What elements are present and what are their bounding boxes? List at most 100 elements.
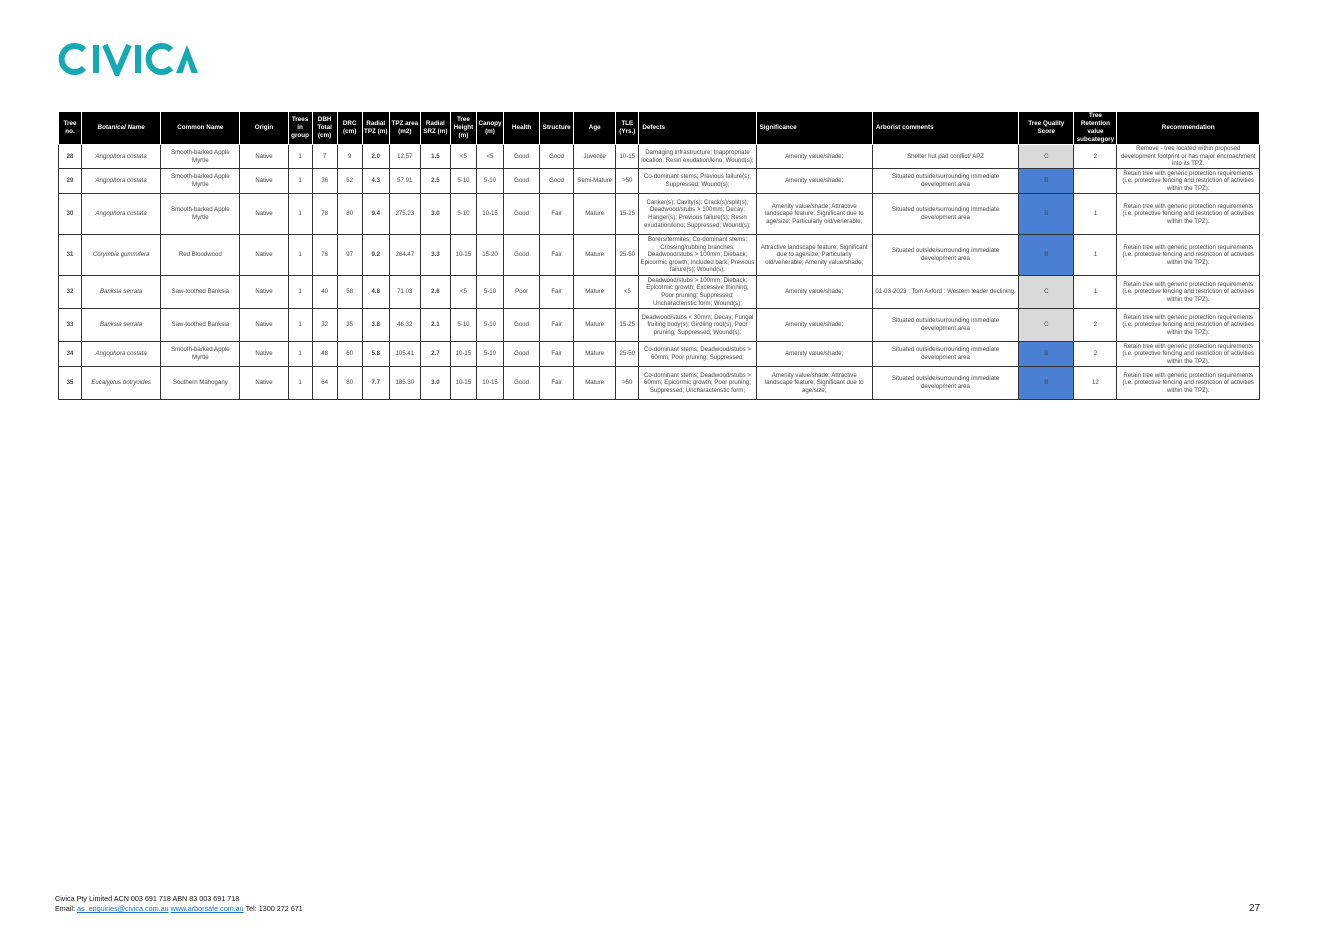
company-details: Civica Pty Limited ACN 003 691 718 ABN 8… [55,894,240,903]
cell-drc: 52 [336,168,363,194]
cell-common: Southern Mahogany [160,366,241,400]
cell-retention: 2 [1073,144,1118,169]
cell-retention [1073,168,1118,194]
cell-structure: Fair [539,341,575,367]
cell-comments: Situated outside/surrounding immediate d… [871,341,1020,367]
cell-defects: Co-dominant stems; Deadwood/stubs > 60mm… [638,341,757,367]
cell-structure: Fair [539,234,575,276]
cell-tle: 15-25 [615,308,640,342]
cell-health: Good [503,193,541,235]
cell-origin: Native [239,193,289,235]
cell-tpz-area: 46.32 [388,308,421,342]
civica-logo-mark [58,43,198,76]
cell-tle: <5 [615,275,640,309]
cell-srz: 2.5 [419,168,451,194]
cell-group: 1 [287,366,313,400]
cell-recommendation: Retain tree with generic protection requ… [1116,275,1260,309]
cell-drc: 9 [336,144,363,169]
email-link[interactable]: as_enquiries@civica.com.au [76,904,169,913]
cell-retention: 1 [1073,275,1118,309]
website-link[interactable]: www.arborsafe.com.au [170,904,244,913]
cell-tpz-area: 71.03 [388,275,421,309]
cell-tpz: 5.8 [361,341,390,367]
cell-defects: Co-dominant stems; Previous failure(s); … [638,168,757,194]
telephone: Tel: 1300 272 671 [245,904,303,913]
cell-dbh: 36 [311,168,338,194]
cell-origin: Native [239,275,289,309]
cell-significance: Amenity value/shade; [755,168,873,194]
cell-comments: 01-03-2023 : Tom Axford : Western leader… [871,275,1020,309]
cell-tle: 25-50 [615,234,640,276]
cell-no: 32 [57,275,83,309]
email-label: Email: [55,904,75,913]
cell-height: 5-10 [449,193,477,235]
cell-origin: Native [239,144,289,169]
cell-age: Semi-Mature [573,168,617,194]
cell-srz: 2.6 [419,275,451,309]
cell-retention: 12 [1073,366,1118,400]
cell-common: Saw-toothed Banksia [160,275,241,309]
cell-tpz-area: 264.47 [388,234,421,276]
cell-significance: Amenity value/shade; [755,308,873,342]
cell-quality: B [1018,234,1075,276]
cell-health: Good [503,366,541,400]
cell-no: 35 [57,366,83,400]
cell-drc: 80 [336,366,363,400]
cell-quality: C [1018,275,1075,309]
cell-comments: Shelter hut pad conflict/ APZ [871,144,1020,169]
cell-canopy: 5-10 [475,308,505,342]
cell-group: 1 [287,234,313,276]
cell-tpz-area: 12.57 [388,144,421,169]
cell-no: 34 [57,341,83,367]
cell-group: 1 [287,144,313,169]
header-origin: Origin [239,111,289,145]
cell-quality: B [1018,193,1075,235]
cell-height: <5 [449,275,477,309]
cell-origin: Native [239,341,289,367]
header-health: Health [503,111,541,145]
cell-srz: 3.0 [419,366,451,400]
footer: Civica Pty Limited ACN 003 691 718 ABN 8… [55,894,303,914]
civica-logo [58,42,200,76]
header-significance: Significance [755,111,873,145]
header-botanical-name: Botanical Name [81,111,162,145]
cell-srz: 3.3 [419,234,451,276]
cell-drc: 60 [336,341,363,367]
cell-canopy: 10-15 [475,193,505,235]
cell-dbh: 7 [311,144,338,169]
cell-tpz-area: 105.41 [388,341,421,367]
cell-canopy: 5-10 [475,341,505,367]
cell-quality: B [1018,168,1075,194]
header-tpz-area: TPZ area (m2) [388,111,421,145]
cell-retention: 1 [1073,193,1118,235]
cell-dbh: 78 [311,193,338,235]
cell-significance: Amenity value/shade; Attractive landscap… [755,193,873,235]
cell-group: 1 [287,193,313,235]
header-radial-tpz: Radial TPZ (m) [361,111,390,145]
header-canopy: Canopy (m) [475,111,505,145]
cell-structure: Fair [539,308,575,342]
cell-significance: Amenity value/shade; [755,341,873,367]
header-tree-no: Tree no. [57,111,83,145]
cell-botanical: Eucalyptus botryoides [81,366,162,400]
cell-canopy: 5-10 [475,168,505,194]
cell-retention: 1 [1073,234,1118,276]
cell-botanical: Banksia serrata [81,275,162,309]
header-defects: Defects [638,111,757,145]
header-tree-height: Tree Height (m) [449,111,477,145]
cell-botanical: Angophora costata [81,168,162,194]
cell-tpz-area: 185.30 [388,366,421,400]
cell-tpz-area: 57.91 [388,168,421,194]
cell-structure: Good [539,144,575,169]
header-dbh: DBH Total (cm) [311,111,338,145]
cell-common: Smooth-barked Apple Myrtle [160,193,241,235]
cell-dbh: 32 [311,308,338,342]
cell-health: Good [503,168,541,194]
cell-age: Mature [573,366,617,400]
cell-height: 5-10 [449,168,477,194]
cell-botanical: Corymbia gummifera [81,234,162,276]
